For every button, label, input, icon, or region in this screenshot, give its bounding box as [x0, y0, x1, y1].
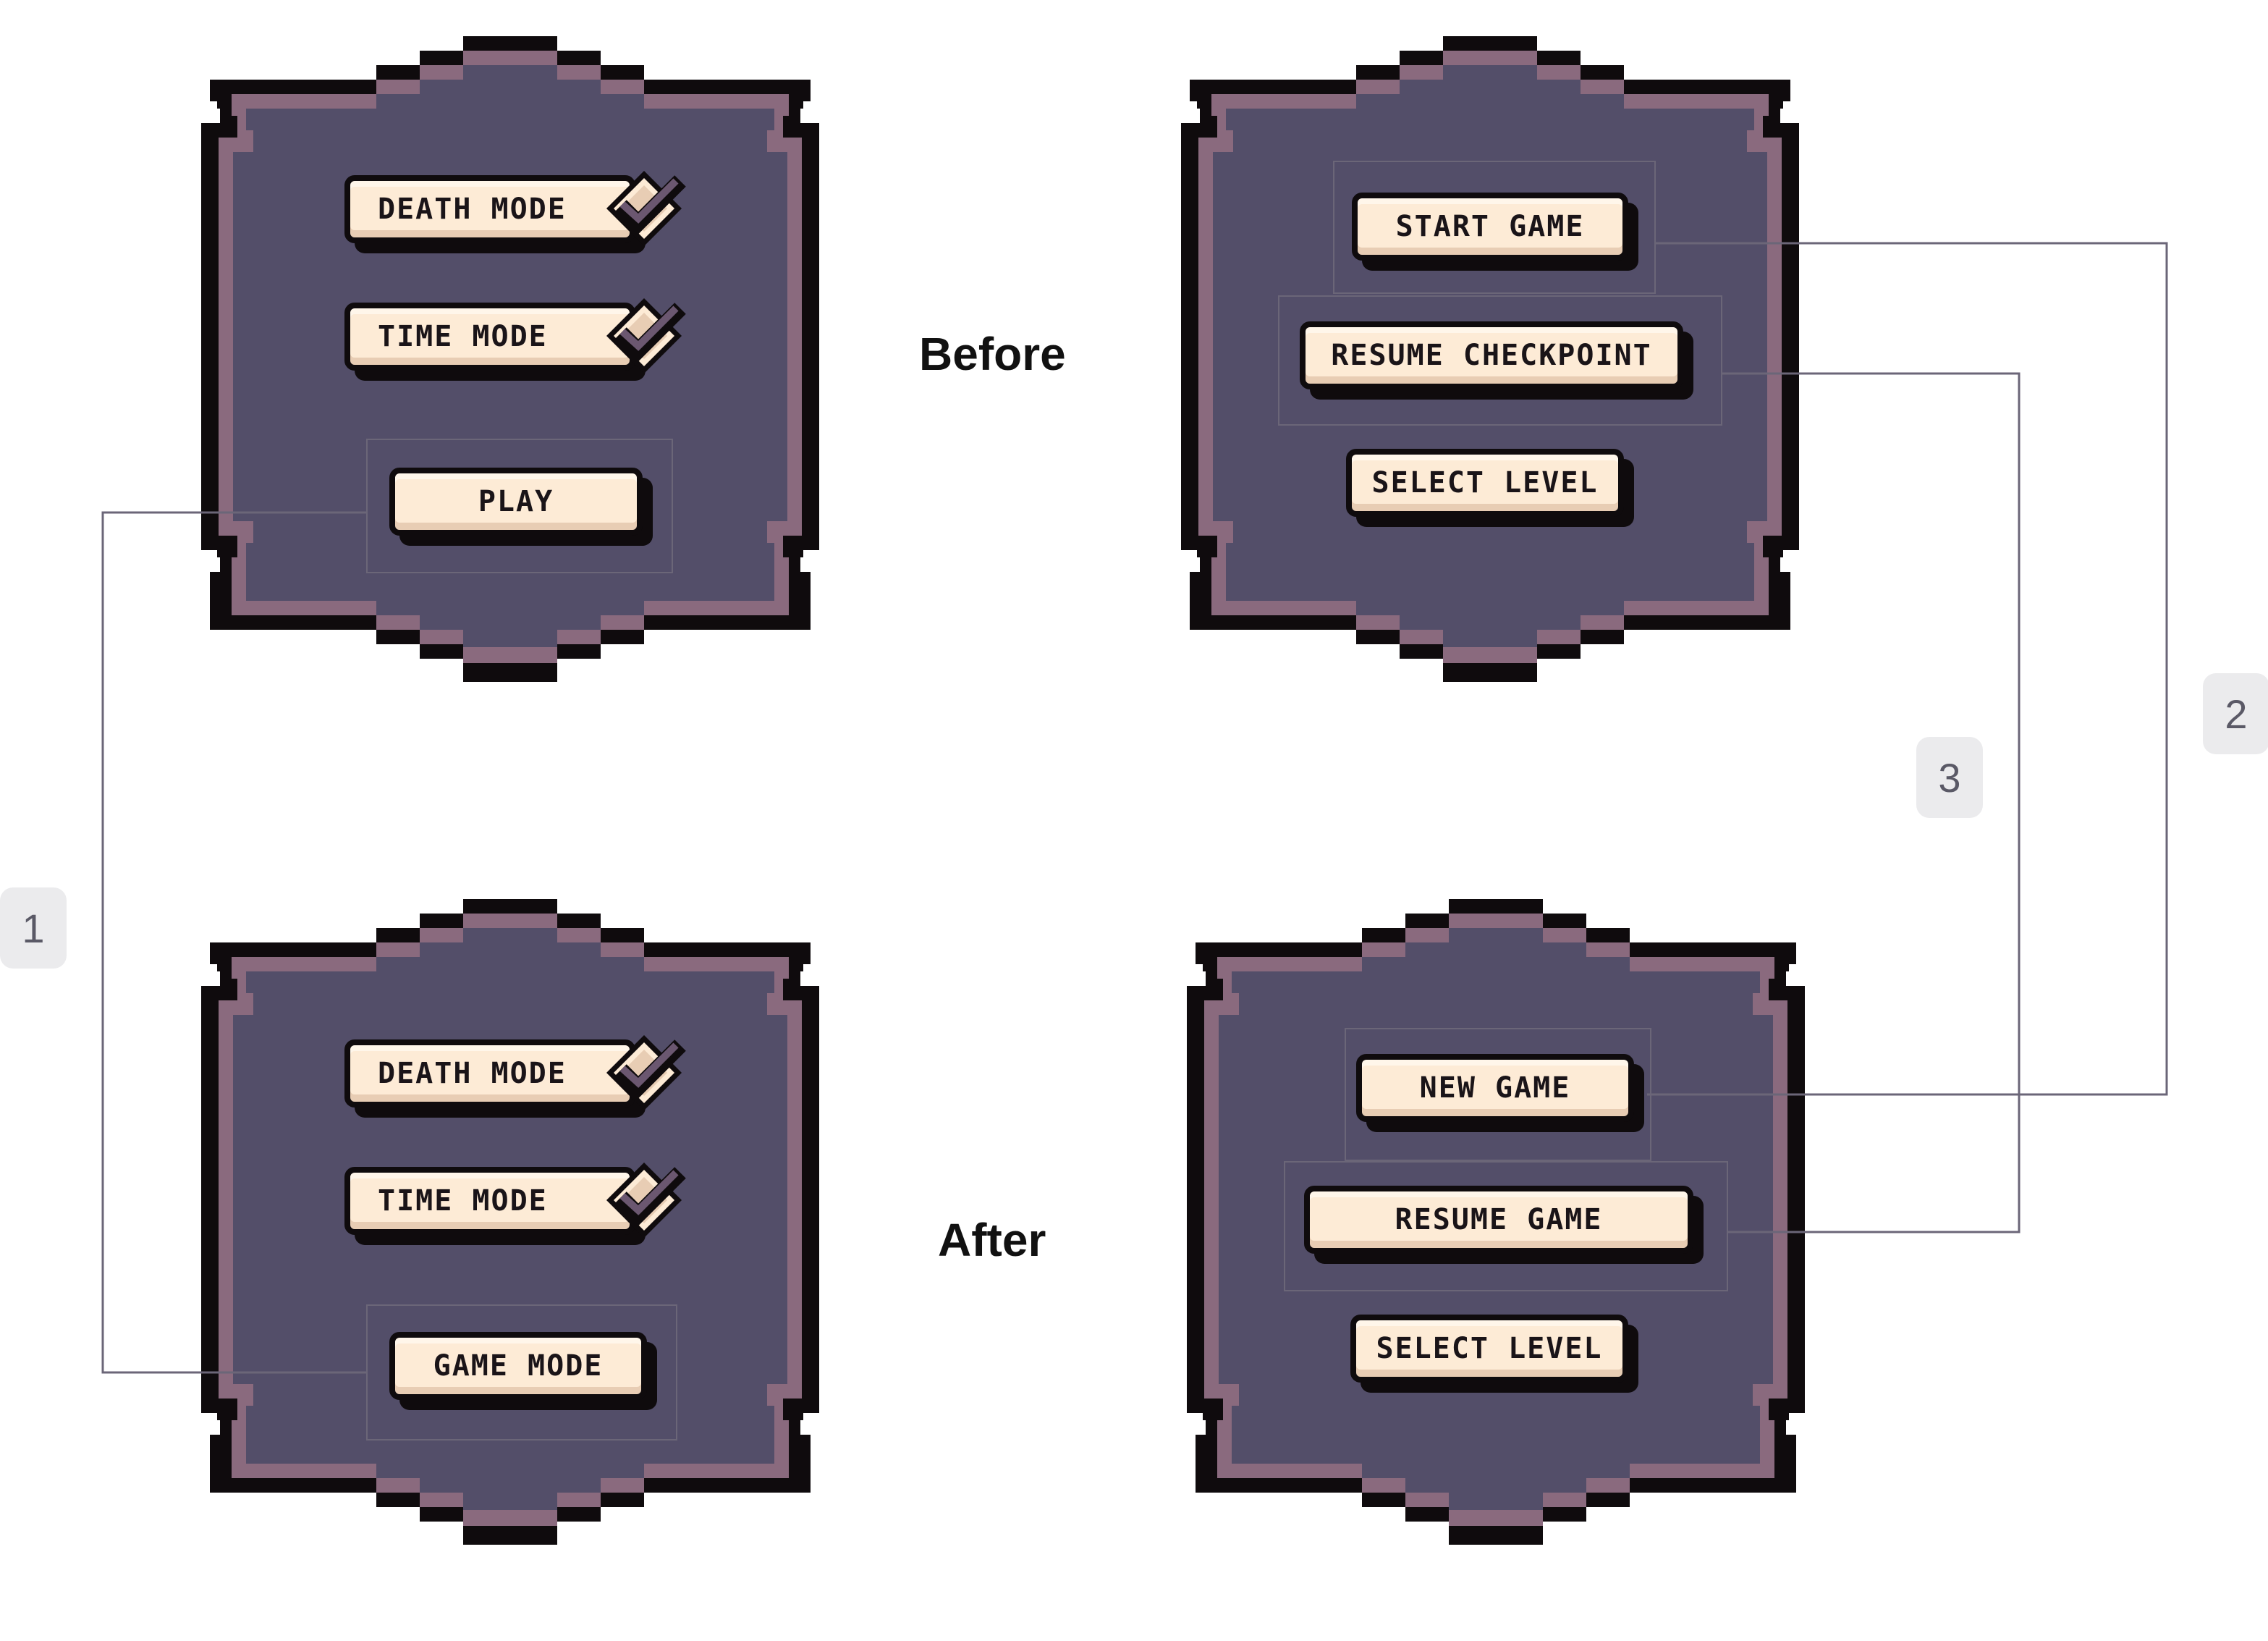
selection-highlight	[1333, 161, 1656, 294]
resume-checkpoint-label: RESUME CHECKPOINT	[1331, 339, 1652, 372]
time-mode-label: TIME MODE	[378, 320, 548, 353]
play-label: PLAY	[478, 485, 554, 518]
checkmark-icon[interactable]	[601, 1029, 687, 1116]
checkmark-icon[interactable]	[601, 165, 687, 252]
resume-checkpoint-button[interactable]: RESUME CHECKPOINT	[1300, 321, 1683, 389]
panel-before-right: START GAME RESUME CHECKPOINT SELECT LEVE…	[1175, 36, 1805, 682]
select-level-button[interactable]: SELECT LEVEL	[1346, 449, 1624, 517]
checkmark-icon[interactable]	[601, 292, 687, 379]
new-game-button[interactable]: NEW GAME	[1356, 1054, 1634, 1122]
resume-game-label: RESUME GAME	[1395, 1203, 1603, 1236]
before-label: Before	[919, 328, 1066, 380]
panel-after-left: DEATH MODE TIME MODE GAME MODE	[195, 899, 825, 1545]
after-label: After	[938, 1214, 1046, 1266]
select-level-label: SELECT LEVEL	[1371, 466, 1599, 499]
connector-badge-2: 2	[2203, 673, 2268, 754]
panel-before-left: DEATH MODE TIME MODE PLAY	[195, 36, 825, 682]
game-mode-label: GAME MODE	[433, 1349, 604, 1383]
connector-badge-3: 3	[1916, 737, 1983, 818]
start-game-button[interactable]: START GAME	[1352, 193, 1628, 261]
checkmark-icon[interactable]	[601, 1157, 687, 1244]
new-game-label: NEW GAME	[1419, 1071, 1571, 1105]
play-button[interactable]: PLAY	[389, 468, 643, 536]
death-mode-toggle[interactable]: DEATH MODE	[344, 1039, 635, 1108]
death-mode-toggle[interactable]: DEATH MODE	[344, 175, 635, 243]
resume-game-button[interactable]: RESUME GAME	[1304, 1186, 1693, 1254]
select-level-label: SELECT LEVEL	[1376, 1332, 1603, 1365]
death-mode-label: DEATH MODE	[378, 193, 567, 226]
panel-after-right: NEW GAME RESUME GAME SELECT LEVEL	[1181, 899, 1811, 1545]
selection-highlight	[366, 439, 673, 573]
selection-highlight	[366, 1304, 677, 1440]
time-mode-toggle[interactable]: TIME MODE	[344, 1167, 635, 1235]
start-game-label: START GAME	[1395, 210, 1585, 243]
time-mode-toggle[interactable]: TIME MODE	[344, 303, 635, 371]
game-mode-button[interactable]: GAME MODE	[389, 1332, 647, 1400]
connector-badge-1: 1	[0, 887, 67, 969]
time-mode-label: TIME MODE	[378, 1184, 548, 1218]
select-level-button[interactable]: SELECT LEVEL	[1350, 1315, 1628, 1383]
death-mode-label: DEATH MODE	[378, 1057, 567, 1090]
